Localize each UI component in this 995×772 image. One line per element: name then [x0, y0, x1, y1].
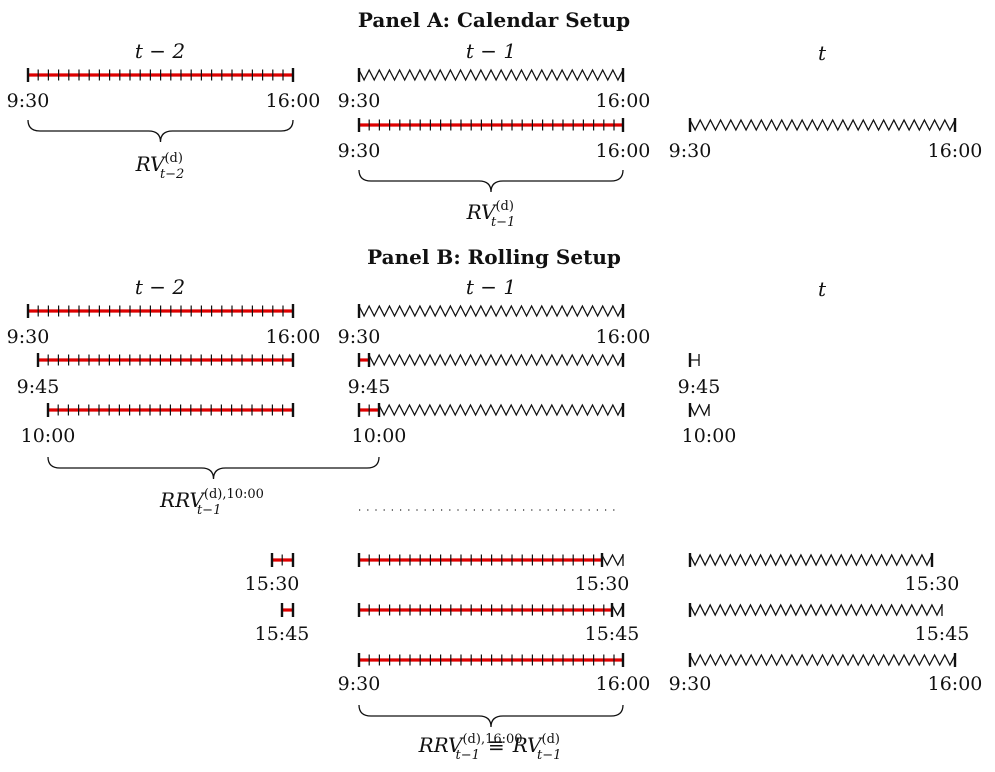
curly-brace	[47, 456, 380, 480]
unrealized-zigzag	[689, 653, 956, 667]
time-label: 9:45	[678, 376, 721, 398]
curly-brace	[27, 119, 294, 143]
panel-a-col-t: t	[818, 41, 827, 65]
panel-b-title: Panel B: Rolling Setup	[367, 245, 621, 269]
curly-brace	[358, 704, 624, 728]
unrealized-zigzag	[358, 304, 624, 318]
time-label: 10:00	[21, 425, 76, 447]
timelines	[26, 68, 957, 728]
time-label: 16:00	[928, 140, 983, 162]
time-label: 15:45	[255, 623, 310, 645]
time-label: 10:00	[352, 425, 407, 447]
time-label: 9:30	[669, 140, 712, 162]
time-label: 9:30	[338, 326, 381, 348]
time-label: 16:00	[596, 326, 651, 348]
time-label: 9:30	[338, 140, 381, 162]
time-label: 15:30	[575, 573, 630, 595]
time-label: 9:30	[7, 90, 50, 112]
time-label: 16:00	[596, 90, 651, 112]
unrealized-zigzag	[358, 68, 624, 82]
time-label: 10:00	[682, 425, 737, 447]
time-label: 9:45	[348, 376, 391, 398]
time-label: 16:00	[266, 326, 321, 348]
panel-b-col-t-minus-2: t − 2	[135, 275, 185, 299]
time-label: 16:00	[928, 673, 983, 695]
curly-brace	[358, 169, 624, 193]
unrealized-zigzag	[689, 603, 943, 617]
panel-b-col-t-minus-1: t − 1	[466, 275, 516, 299]
rv-t-minus-2-label: RV(d)t−2	[135, 151, 185, 182]
time-label: 16:00	[596, 140, 651, 162]
rv-t-minus-1-label: RV(d)t−1	[466, 199, 516, 230]
time-label: 15:30	[905, 573, 960, 595]
panel-a-title: Panel A: Calendar Setup	[358, 8, 630, 32]
unrealized-zigzag	[689, 118, 956, 132]
panel-b-col-t: t	[818, 277, 827, 301]
time-label: 9:45	[17, 376, 60, 398]
time-label: 9:30	[669, 673, 712, 695]
time-label: 9:30	[338, 90, 381, 112]
time-label: 9:30	[7, 326, 50, 348]
time-label: 15:30	[245, 573, 300, 595]
time-label: 16:00	[266, 90, 321, 112]
time-label: 15:45	[585, 623, 640, 645]
unrealized-zigzag	[601, 553, 624, 567]
unrealized-zigzag	[378, 403, 624, 417]
unrealized-zigzag	[689, 403, 710, 417]
unrealized-zigzag	[368, 353, 624, 367]
unrealized-zigzag	[611, 604, 624, 617]
time-label: 9:30	[338, 673, 381, 695]
panel-a-col-t-minus-2: t − 2	[135, 39, 185, 63]
time-label: 15:45	[915, 623, 970, 645]
unrealized-zigzag	[689, 553, 933, 567]
time-label: 16:00	[596, 673, 651, 695]
panel-a-col-t-minus-1: t − 1	[466, 39, 516, 63]
